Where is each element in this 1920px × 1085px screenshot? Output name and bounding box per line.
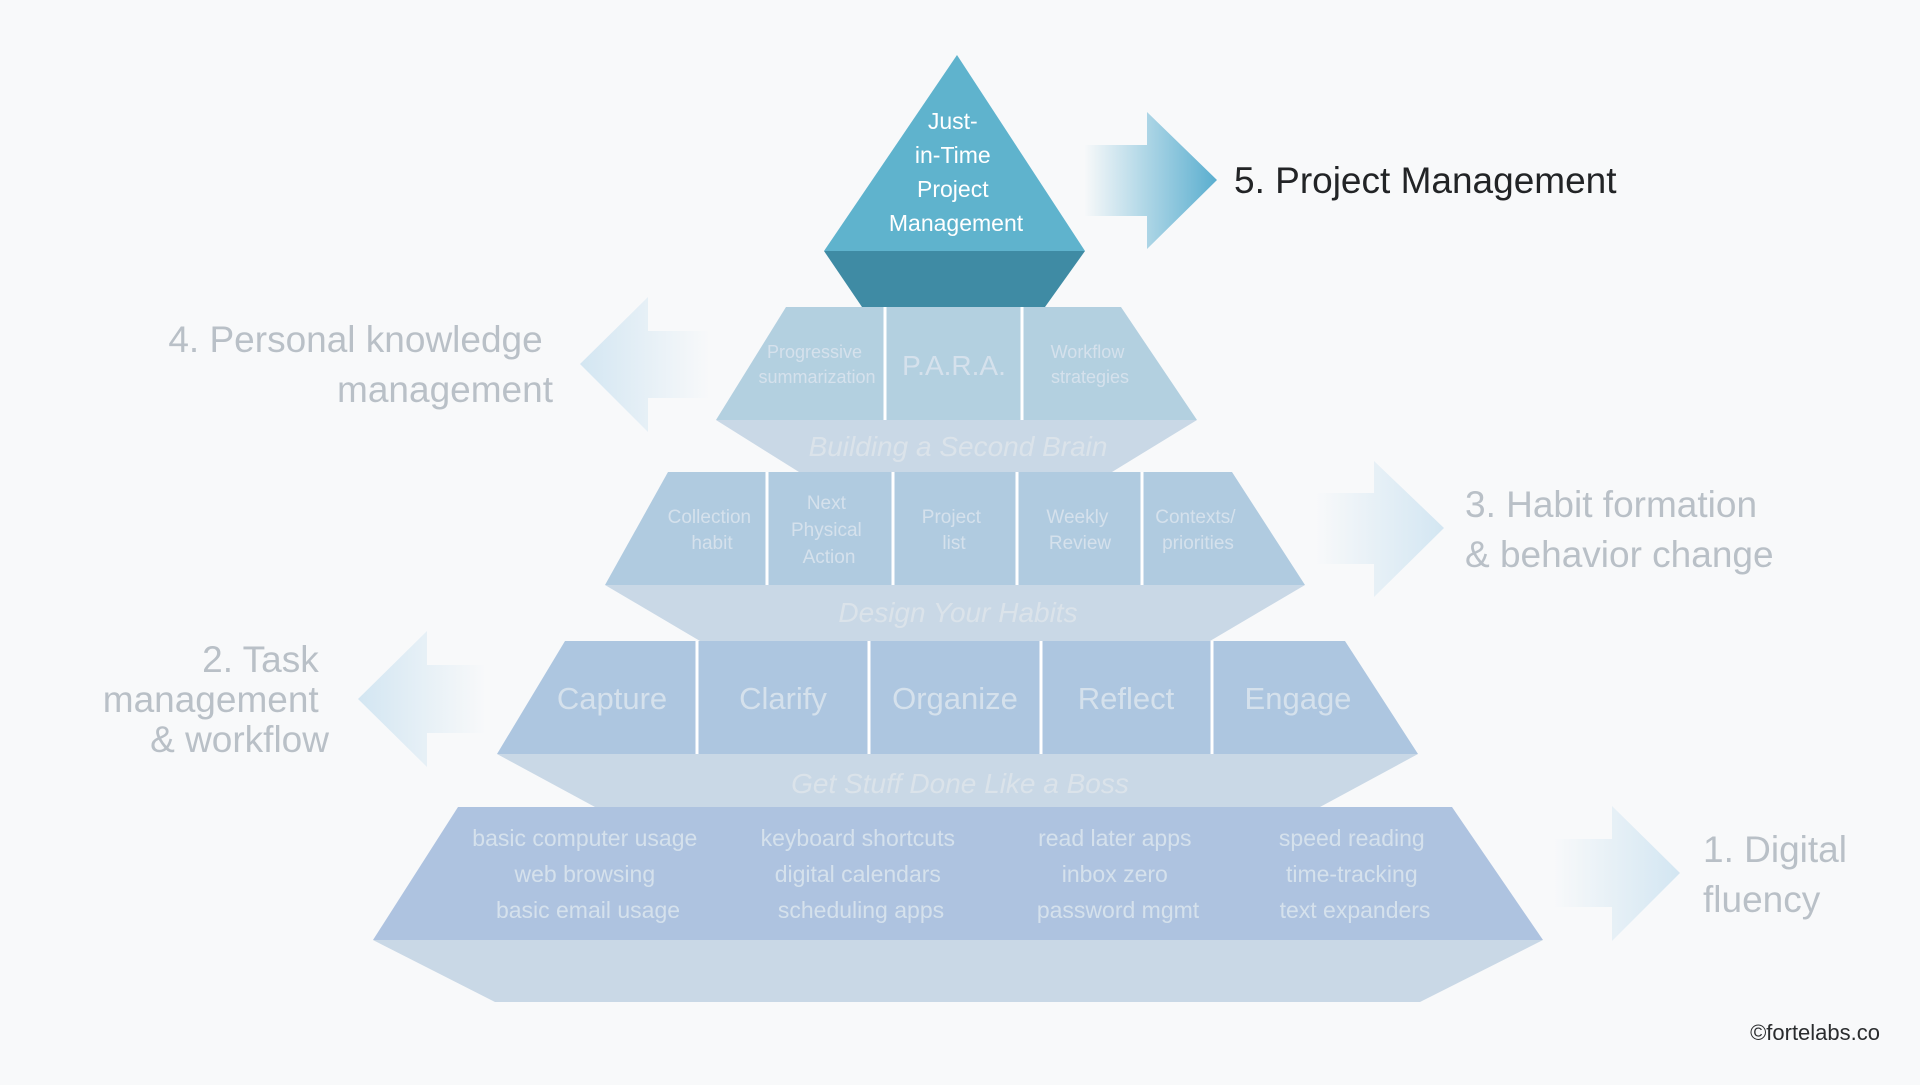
arrow-right-3 xyxy=(1315,461,1444,597)
tier3-bottom-face xyxy=(605,585,1305,641)
tier1-front-face xyxy=(373,807,1543,940)
tier4-cell-progressive-summarization: Progressive summarization xyxy=(758,342,875,387)
tier2-name: Get Stuff Done Like a Boss xyxy=(791,768,1129,799)
tier2-cell-capture: Capture xyxy=(557,681,667,716)
label-3-habit-formation: 3. Habit formation & behavior change xyxy=(1465,484,1774,575)
arrow-left-4 xyxy=(580,297,710,432)
tier3-front-face xyxy=(605,472,1305,585)
tier4-cell-para: P.A.R.A. xyxy=(902,350,1006,381)
apex-label: Just- in-Time Project Management xyxy=(889,108,1024,236)
apex-base-face xyxy=(824,251,1085,307)
copyright: ©fortelabs.co xyxy=(1750,1020,1880,1045)
tier2-front-face xyxy=(497,641,1418,754)
tier2-cell-clarify: Clarify xyxy=(739,681,827,716)
tier2-cell-reflect: Reflect xyxy=(1078,681,1175,716)
tier2-cell-organize: Organize xyxy=(892,681,1018,716)
tier2-bottom-face xyxy=(497,754,1418,807)
tier1-bottom-face xyxy=(373,940,1543,1002)
tier1-col1: basic computer usage web browsing basic … xyxy=(472,825,703,923)
tier4-cell-workflow-strategies: Workflow strategies xyxy=(1051,342,1130,387)
label-2-task-management: 2. Task management & workflow xyxy=(103,639,330,760)
tier3-cell-contexts-priorities: Contexts/ priorities xyxy=(1155,507,1241,554)
tier4: Progressive summarization P.A.R.A. Workf… xyxy=(716,307,1197,472)
arrow-left-2 xyxy=(358,631,486,767)
tier4-bottom-face xyxy=(716,420,1197,472)
tier4-front-face xyxy=(716,307,1197,420)
tier2-cell-engage: Engage xyxy=(1245,681,1352,716)
tier3: Collection habit Next Physical Action Pr… xyxy=(605,472,1305,641)
tier3-cell-weekly-review: Weekly Review xyxy=(1046,507,1113,554)
tier1: basic computer usage web browsing basic … xyxy=(373,807,1543,1002)
label-5-project-management: 5. Project Management xyxy=(1234,160,1617,201)
arrow-right-5 xyxy=(1084,112,1217,249)
tier3-name: Design Your Habits xyxy=(838,597,1077,628)
arrow-right-1 xyxy=(1553,806,1680,941)
apex: Just- in-Time Project Management xyxy=(824,55,1085,307)
tier3-cell-collection-habit: Collection habit xyxy=(668,507,757,554)
tier3-cell-next-physical-action: Next Physical Action xyxy=(791,493,867,568)
tier1-col4: speed reading time-tracking text expande… xyxy=(1279,825,1431,923)
tier3-cell-project-list: Project list xyxy=(922,507,986,554)
label-1-digital-fluency: 1. Digital fluency xyxy=(1703,829,1857,920)
tier4-name: Building a Second Brain xyxy=(809,431,1108,462)
apex-front-face xyxy=(824,55,1085,251)
tier1-col3: read later apps inbox zero password mgmt xyxy=(1037,825,1200,923)
tier2: Capture Clarify Organize Reflect Engage … xyxy=(497,641,1418,807)
label-4-personal-knowledge-management: 4. Personal knowledge management xyxy=(168,319,553,410)
tier1-col2: keyboard shortcuts digital calendars sch… xyxy=(761,825,962,923)
